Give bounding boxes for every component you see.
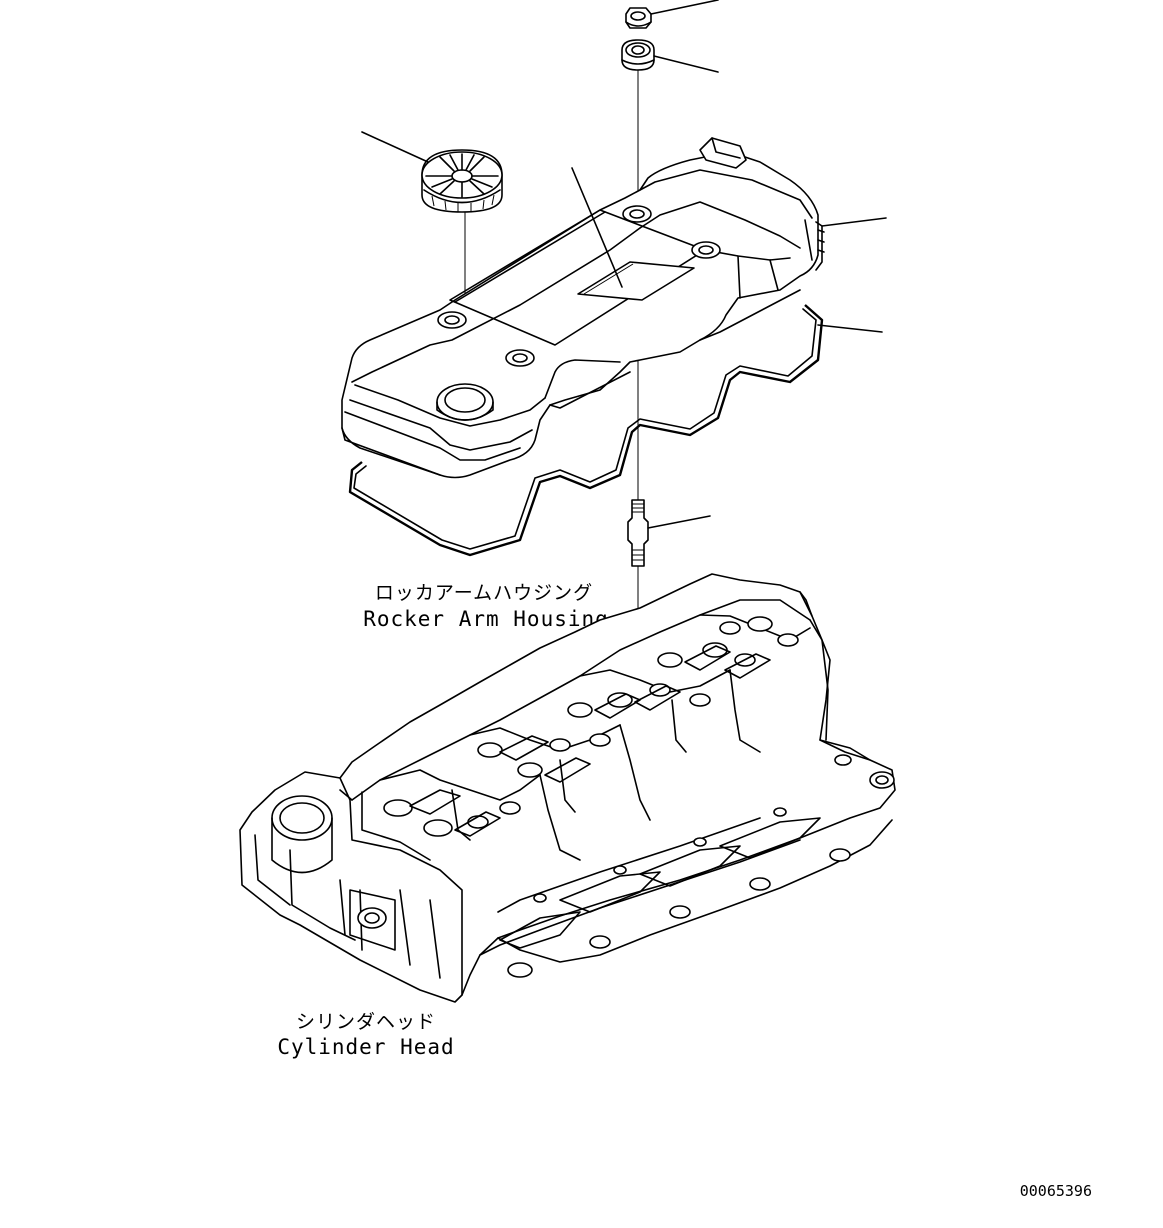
coolant-port [271,795,333,874]
cylinder-head-label-jp: シリンダヘッド [296,1011,436,1033]
gasket-icon[interactable] [348,304,824,557]
rocker-arms [409,645,771,837]
figure-code: 00065396 [1020,1182,1092,1200]
leader-line-grommet [653,55,719,73]
grommet-icon[interactable] [621,39,655,71]
leader-line-cover [821,217,887,227]
rocker-arm-housing-label-jp: ロッカアームハウジング [375,582,593,604]
leader-line-breather [361,131,429,163]
leader-line-label [571,167,623,288]
breather-filter-icon[interactable] [421,149,503,213]
leader-line-nut [650,0,719,15]
cylinder-head-icon[interactable] [239,573,896,1003]
leader-line-stud [647,515,711,529]
cylinder-head-label-en: Cylinder Head [277,1035,454,1059]
rocker-arm-housing-label-en: Rocker Arm Housing [363,607,609,631]
stud-bolt-icon[interactable] [627,499,649,567]
leader-line-gasket [817,324,883,333]
flange-bolt-holes [507,754,895,978]
rocker-pedestals [383,616,799,837]
rocker-cover-icon[interactable] [341,137,825,479]
flange-nut-icon[interactable] [625,7,652,29]
label-icon[interactable] [577,261,695,301]
